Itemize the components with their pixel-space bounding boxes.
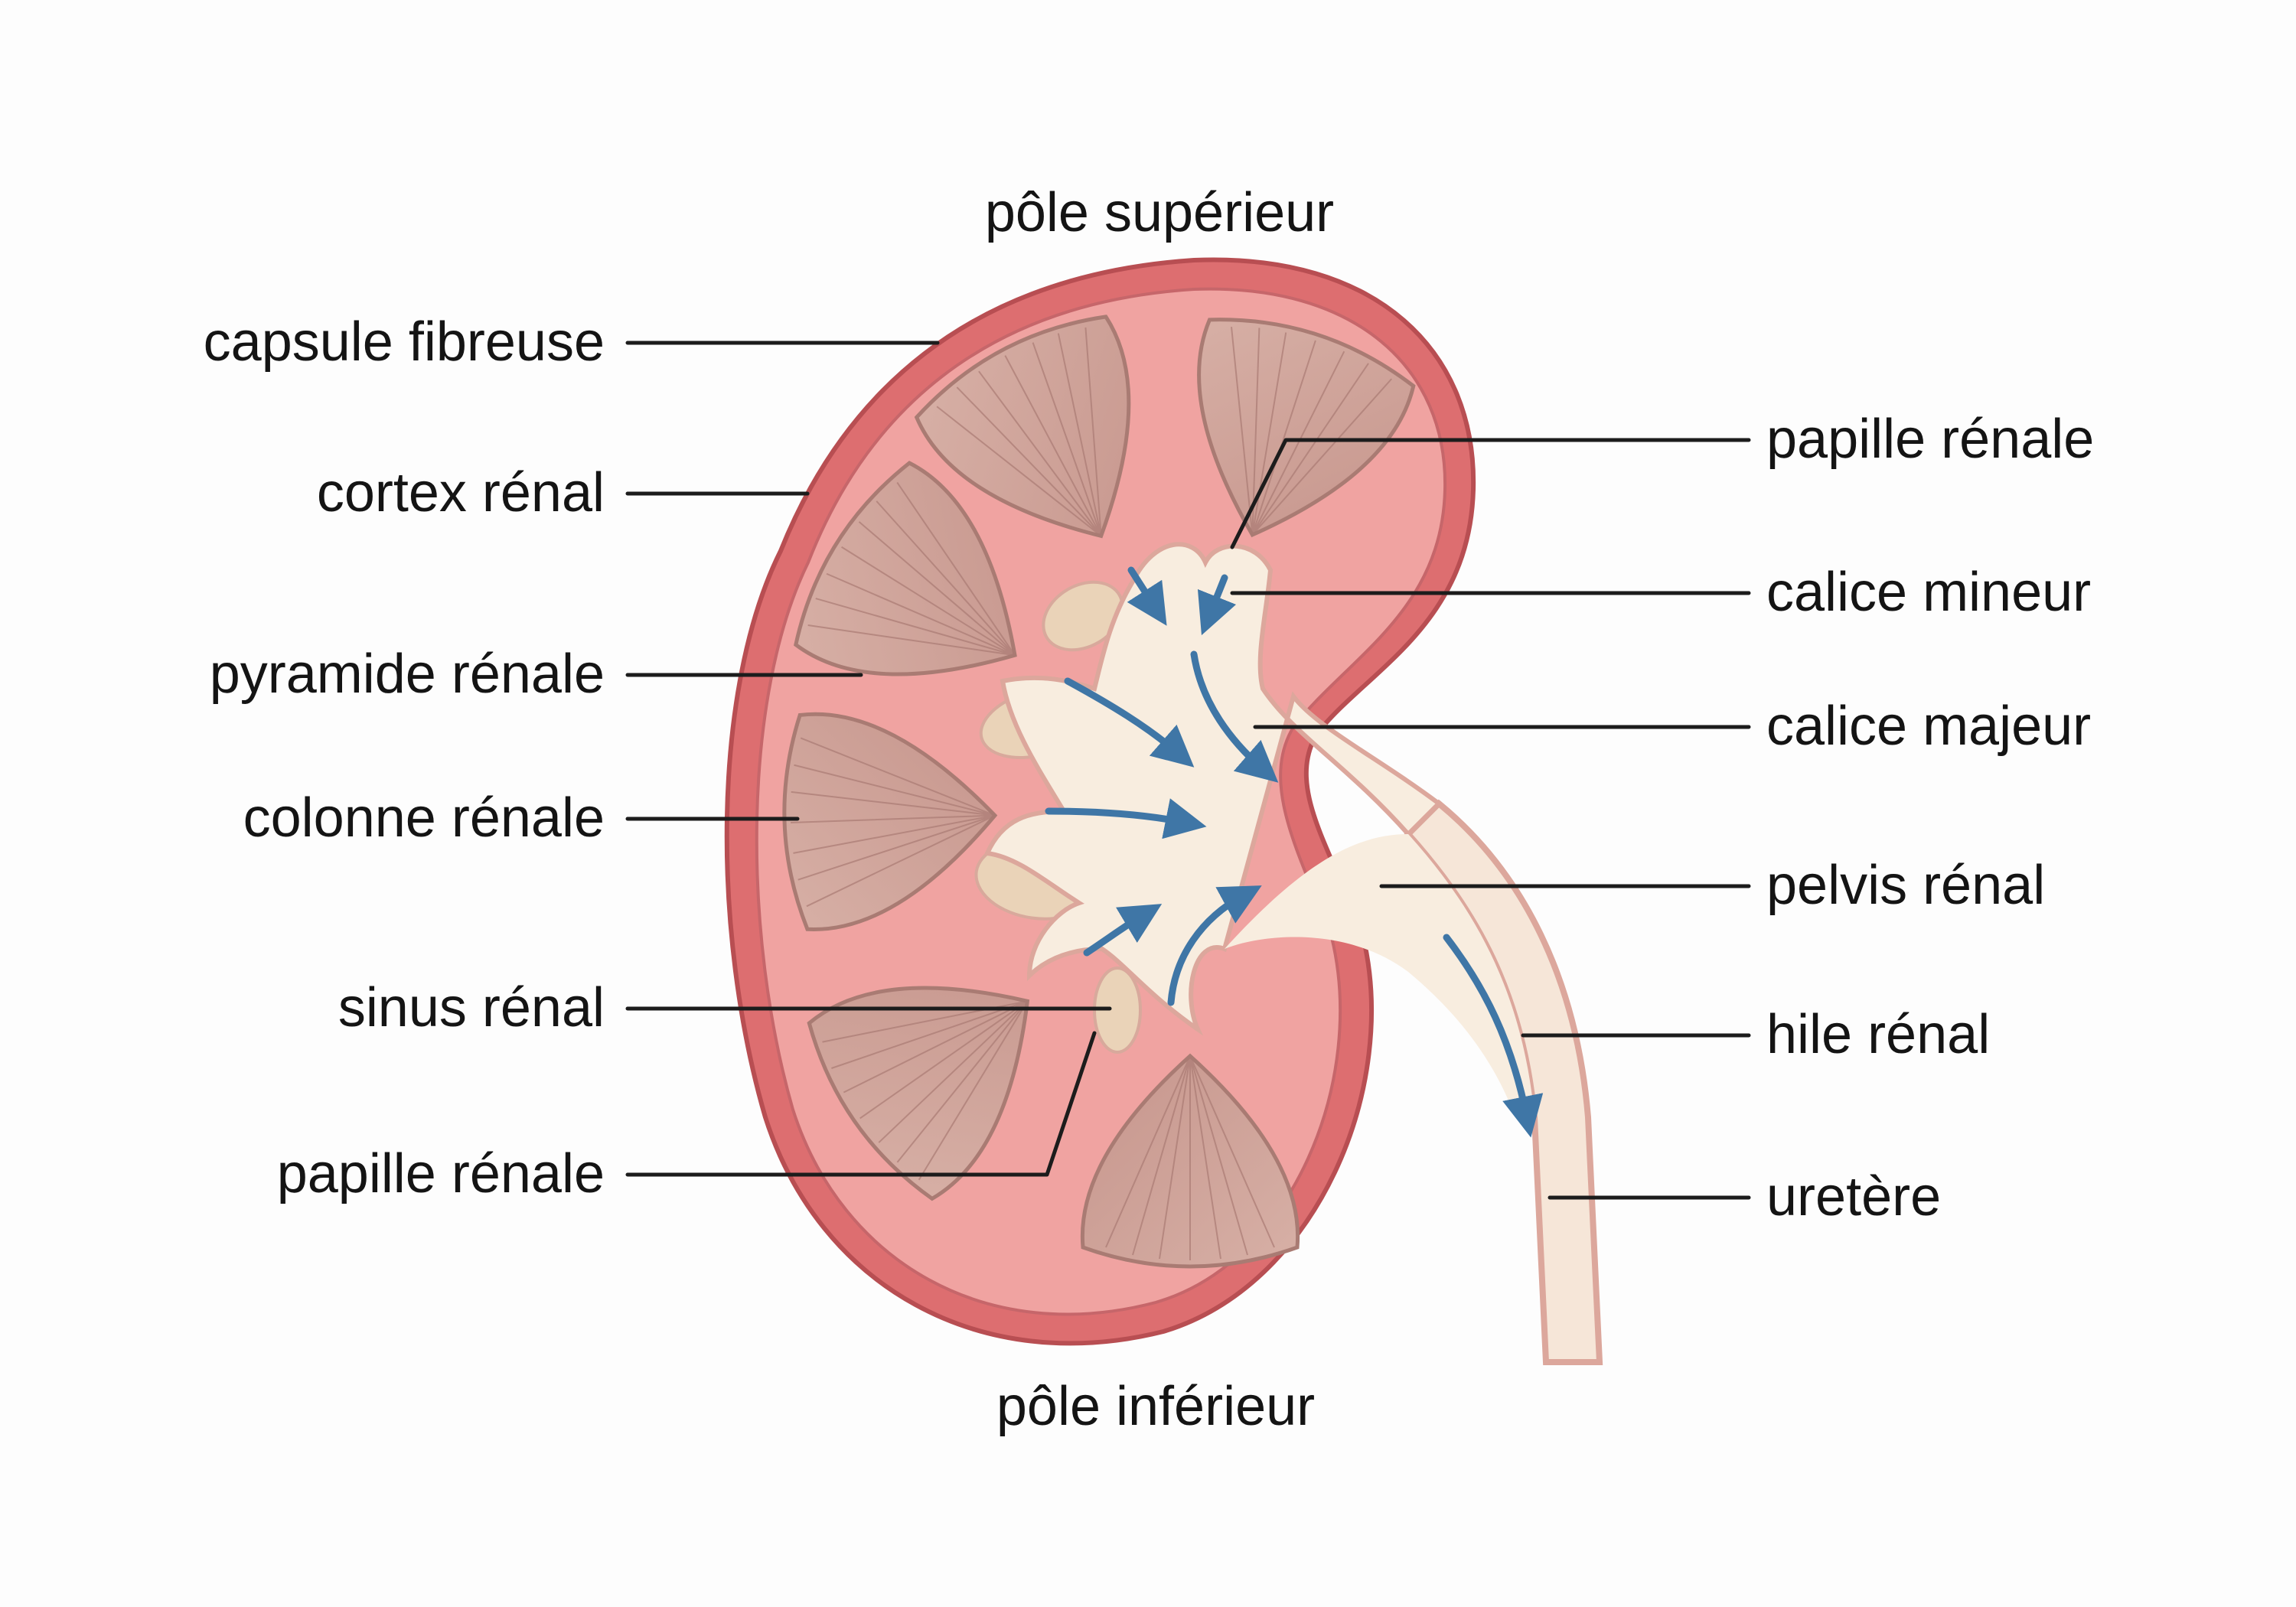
label-renal-sinus: sinus rénal (338, 977, 605, 1038)
label-fibrous-capsule: capsule fibreuse (204, 311, 605, 373)
flow-arrow-2 (1197, 574, 1237, 636)
label-upper-pole: pôle supérieur (985, 182, 1334, 243)
leader-renal-papilla-left (625, 1031, 1097, 1177)
label-renal-pyramid: pyramide rénale (210, 644, 605, 705)
sinus-fat-1 (1042, 580, 1124, 652)
renal-pelvis-calyces (983, 542, 1443, 1036)
label-renal-column: colonne rénale (243, 787, 605, 849)
label-minor-calyx: calice mineur (1766, 562, 2091, 623)
pelvis-lower-lip (1225, 834, 1534, 1117)
label-lower-pole: pôle inférieur (996, 1376, 1315, 1437)
flow-arrow-ureter (1443, 934, 1544, 1138)
label-major-calyx: calice majeur (1766, 696, 2091, 757)
flow-arrow-6 (1083, 904, 1163, 957)
leader-renal-papilla-right (1230, 438, 1751, 549)
label-renal-papilla-right: papille rénale (1766, 409, 2094, 470)
label-renal-cortex: cortex rénal (317, 462, 605, 523)
flow-arrow-7 (1167, 885, 1262, 1006)
flow-arrow-1 (1127, 566, 1167, 626)
label-renal-hilum: hile rénal (1766, 1004, 1990, 1065)
label-ureter: uretère (1766, 1166, 1941, 1227)
flow-arrow-4 (1190, 650, 1279, 783)
label-renal-pelvis: pelvis rénal (1766, 855, 2045, 916)
label-renal-papilla-left: papille rénale (277, 1143, 605, 1204)
flow-arrow-5 (1045, 798, 1207, 839)
flow-arrow-3 (1064, 677, 1195, 768)
